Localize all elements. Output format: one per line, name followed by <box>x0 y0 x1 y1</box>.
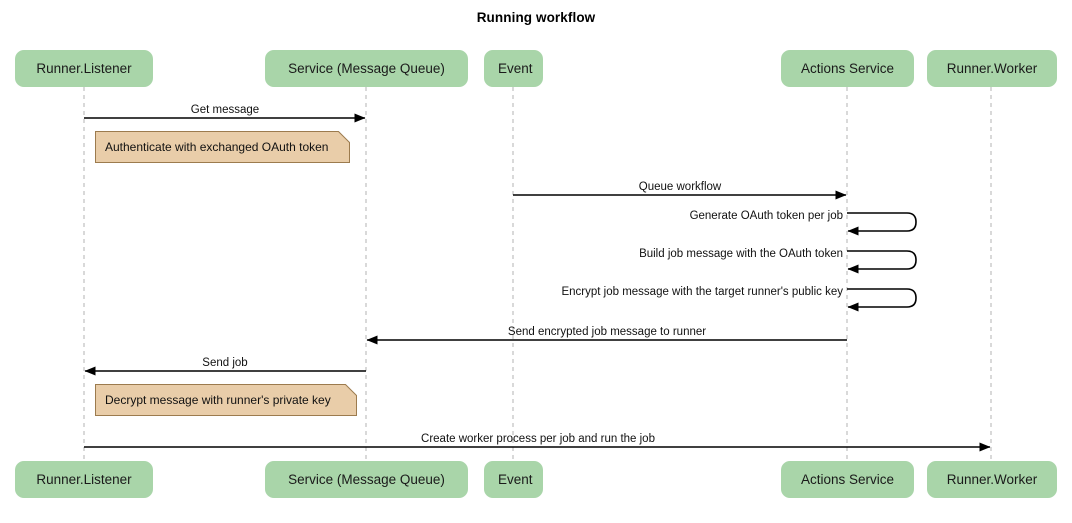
participant-runner-worker-bottom[interactable]: Runner.Worker <box>927 461 1057 498</box>
self-loop-generate-oauth-token-per-job <box>847 212 917 236</box>
note-label: Decrypt message with runner's private ke… <box>105 393 331 407</box>
participant-label: Runner.Listener <box>36 61 132 76</box>
participant-actions-service-top[interactable]: Actions Service <box>781 50 914 87</box>
participant-label: Actions Service <box>800 61 895 76</box>
note-fold-icon <box>345 384 357 396</box>
note-decrypt-message-with-runners-private-key: Decrypt message with runner's private ke… <box>95 384 357 416</box>
participant-runner-worker-top[interactable]: Runner.Worker <box>927 50 1057 87</box>
participant-label: Runner.Worker <box>946 472 1038 487</box>
page-title: Running workflow <box>476 10 596 25</box>
participant-event-bottom[interactable]: Event <box>484 461 543 498</box>
self-loop-encrypt-job-message-with-the-target-runners-public-key <box>847 288 917 312</box>
note-authenticate-with-exchanged-oauth-token: Authenticate with exchanged OAuth token <box>95 131 350 163</box>
participant-service-message-queue-top[interactable]: Service (Message Queue) <box>265 50 468 87</box>
message-label-send-job: Send job <box>202 357 248 369</box>
message-label-queue-workflow: Queue workflow <box>638 181 722 193</box>
participant-label: Actions Service <box>800 472 895 487</box>
message-label-create-worker-process-per-job-and-run-the-job: Create worker process per job and run th… <box>421 433 655 445</box>
message-label-encrypt-job-message-with-the-target-runners-public-key: Encrypt job message with the target runn… <box>561 286 843 298</box>
participant-label: Service (Message Queue) <box>288 472 445 487</box>
lifelines-group <box>83 87 992 461</box>
participant-label: Runner.Listener <box>36 472 132 487</box>
message-label-generate-oauth-token-per-job: Generate OAuth token per job <box>689 210 843 222</box>
note-fold-icon <box>338 131 350 143</box>
participant-label: Event <box>498 472 533 487</box>
participant-runner-listener-bottom[interactable]: Runner.Listener <box>15 461 153 498</box>
participant-label: Event <box>498 61 533 76</box>
participant-runner-listener-top[interactable]: Runner.Listener <box>15 50 153 87</box>
participant-label: Runner.Worker <box>946 61 1038 76</box>
message-label-send-encrypted-job-message-to-runner: Send encrypted job message to runner <box>507 326 707 338</box>
messages-group <box>84 113 991 452</box>
note-label: Authenticate with exchanged OAuth token <box>105 140 329 154</box>
participant-event-top[interactable]: Event <box>484 50 543 87</box>
participant-actions-service-bottom[interactable]: Actions Service <box>781 461 914 498</box>
message-label-build-job-message-with-the-oauth-token: Build job message with the OAuth token <box>639 248 843 260</box>
self-loop-build-job-message-with-the-oauth-token <box>847 250 917 274</box>
participant-label: Service (Message Queue) <box>288 61 445 76</box>
message-label-get-message: Get message <box>190 104 260 116</box>
participant-service-message-queue-bottom[interactable]: Service (Message Queue) <box>265 461 468 498</box>
